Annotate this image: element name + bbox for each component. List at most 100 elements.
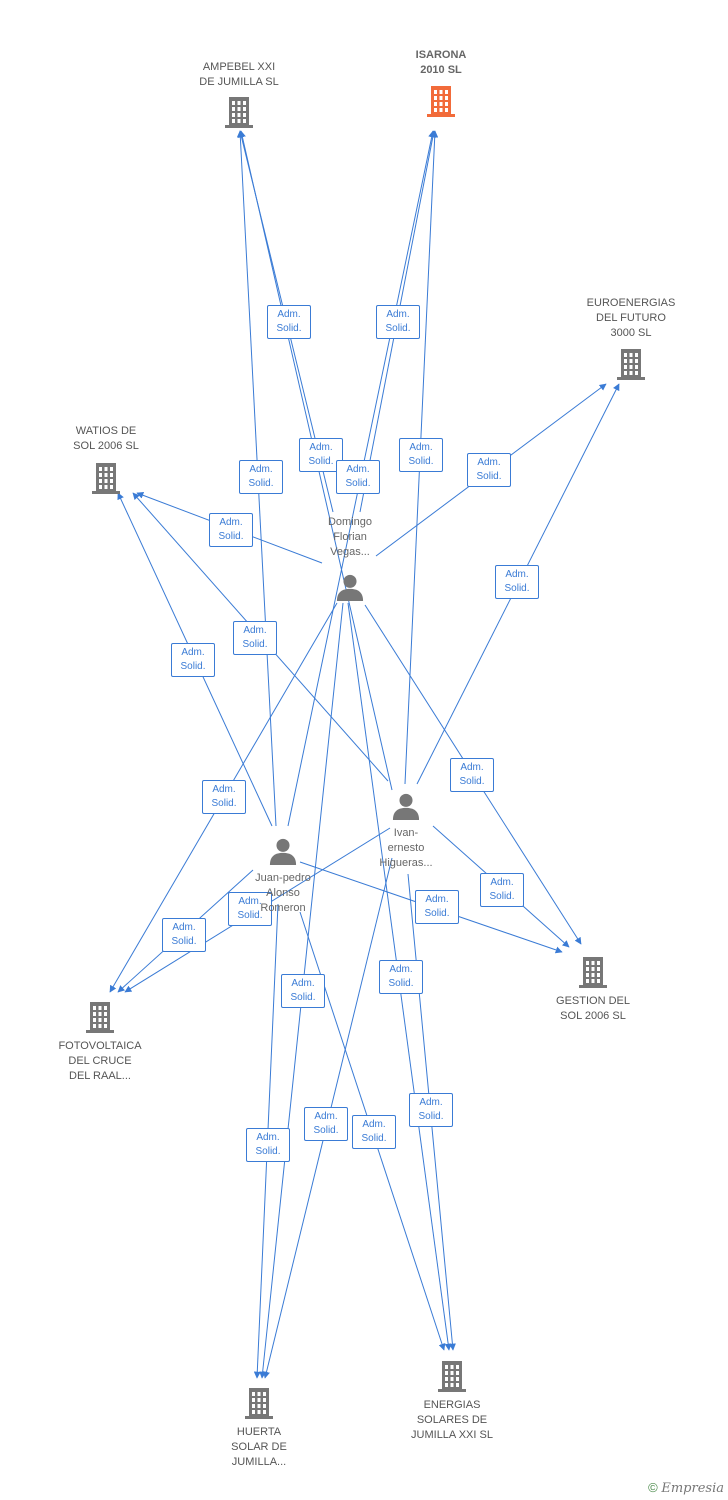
nodes-layer xyxy=(86,86,645,1419)
node-label-energias[interactable]: ENERGIAS SOLARES DE JUMILLA XXI SL xyxy=(411,1398,493,1443)
edge-label-text: Solid. xyxy=(248,478,274,489)
node-label-line: Alonso xyxy=(266,887,300,899)
edge-label-text: Adm. xyxy=(386,309,410,320)
edge-label-ivan-ampebel[interactable]: Adm. Solid. xyxy=(299,438,343,472)
node-label-line: DEL FUTURO xyxy=(596,312,666,324)
person-icon-domingo[interactable] xyxy=(336,574,364,601)
node-label-line: ENERGIAS xyxy=(423,1399,481,1411)
node-label-line: JUMILLA XXI SL xyxy=(411,1429,493,1441)
node-label-line: SOLAR DE xyxy=(231,1441,287,1453)
node-label-line: SOLARES DE xyxy=(416,1414,488,1426)
edge-label-text: Adm. xyxy=(490,877,514,888)
node-label-gestion[interactable]: GESTION DEL SOL 2006 SL xyxy=(556,994,630,1024)
edge-label-domingo-isarona[interactable]: Adm. Solid. xyxy=(376,305,420,339)
edges-layer xyxy=(109,130,620,1379)
edge-label-domingo-huerta[interactable]: Adm.Solid. xyxy=(281,974,325,1008)
edge-label-text: Solid. xyxy=(308,456,334,467)
node-label-line: SOL 2006 SL xyxy=(560,1010,626,1022)
edge-label-ivan-huerta[interactable]: Adm. Solid. xyxy=(304,1107,348,1141)
edge-label-text: Solid. xyxy=(424,908,450,919)
edge-label-text: Adm. xyxy=(409,442,433,453)
edge-label-ivan-watios[interactable]: Adm. Solid. xyxy=(233,621,277,655)
edge-label-text: Solid. xyxy=(489,891,515,902)
node-label-line: DEL RAAL... xyxy=(69,1070,131,1082)
edge-label-text: Solid. xyxy=(313,1125,339,1136)
node-label-line: GESTION DEL xyxy=(556,995,630,1007)
edge-label-text: Solid. xyxy=(388,978,414,989)
edge-label-text: Solid. xyxy=(385,323,411,334)
node-label-line: JUMILLA... xyxy=(231,1456,287,1468)
person-icon-ivan[interactable] xyxy=(392,793,420,820)
building-icon-energias[interactable] xyxy=(438,1361,466,1392)
edge-label-text: Adm. xyxy=(309,442,333,453)
building-icon-euroenergias[interactable] xyxy=(617,349,645,380)
edge-label-ivan-gestion[interactable]: Adm. Solid. xyxy=(480,873,524,907)
footer: © Empresia xyxy=(648,1480,724,1496)
edge-label-juan-isarona[interactable]: Adm.Solid. xyxy=(336,460,380,494)
edge-label-juan-watios[interactable]: Adm.Solid. xyxy=(171,643,215,677)
edge-label-text: Adm. xyxy=(172,922,196,933)
building-icon-ampebel[interactable] xyxy=(225,97,253,128)
edge-label-text: Solid. xyxy=(218,531,244,542)
edge-label-text: Solid. xyxy=(242,639,268,650)
edge-label-juan-fotovoltaica[interactable]: Adm. Solid. xyxy=(162,918,206,952)
edge-label-domingo-watios[interactable]: Adm.Solid. xyxy=(209,513,253,547)
node-label-line: ernesto xyxy=(387,842,425,854)
node-label-line: DE JUMILLA SL xyxy=(199,76,279,88)
edge-label-domingo-gestion[interactable]: Adm. Solid. xyxy=(450,758,494,792)
edge-label-text: Solid. xyxy=(211,798,237,809)
edge-label-text: Solid. xyxy=(180,661,206,672)
edge-label-text: Adm. xyxy=(505,569,529,580)
building-icon-fotovoltaica[interactable] xyxy=(86,1002,114,1033)
edge-label-domingo-ampebel[interactable]: Adm. Solid. xyxy=(267,305,311,339)
building-icon-huerta[interactable] xyxy=(245,1388,273,1419)
edge-label-ivan-isarona[interactable]: Adm. Solid. xyxy=(399,438,443,472)
edge-label-domingo-energias[interactable]: Adm.Solid. xyxy=(379,960,423,994)
edge-label-text: Solid. xyxy=(408,456,434,467)
edge-label-juan-ampebel[interactable]: Adm.Solid. xyxy=(239,460,283,494)
edge-label-domingo-euroenergias[interactable]: Adm.Solid. xyxy=(467,453,511,487)
edge-label-text: Solid. xyxy=(237,910,263,921)
building-icon-watios[interactable] xyxy=(92,463,120,494)
building-icon-isarona[interactable] xyxy=(427,86,455,117)
edge-label-text: Solid. xyxy=(418,1111,444,1122)
edge-label-ivan-fotovoltaica[interactable]: Adm. Solid. xyxy=(228,892,272,926)
edge-label-text: Solid. xyxy=(171,936,197,947)
brand-logo[interactable]: Empresia xyxy=(661,1481,724,1496)
edge-label-juan-energias[interactable]: Adm.Solid. xyxy=(352,1115,396,1149)
edge-label-text: Adm. xyxy=(419,1097,443,1108)
edge-label-text: Solid. xyxy=(459,776,485,787)
node-label-line: Ivan- xyxy=(393,827,419,839)
edge-label-text: Adm. xyxy=(477,457,501,468)
edge-label-text: Solid. xyxy=(276,323,302,334)
edge-label-ivan-euroenergias[interactable]: Adm.Solid. xyxy=(495,565,539,599)
edge-label-text: Adm. xyxy=(314,1111,338,1122)
edge-label-juan-gestion[interactable]: Adm. Solid. xyxy=(415,890,459,924)
edge-label-text: Adm. xyxy=(460,762,484,773)
edge-label-text: Adm. xyxy=(362,1119,386,1130)
node-label-line: ISARONA xyxy=(415,49,467,61)
node-label-line: FOTOVOLTAICA xyxy=(58,1040,142,1052)
edge-label-juan-huerta[interactable]: Adm.Solid. xyxy=(246,1128,290,1162)
node-label-line: Higueras... xyxy=(379,857,433,869)
edge-label-ivan-energias[interactable]: Adm. Solid. xyxy=(409,1093,453,1127)
edge-label-text: Adm. xyxy=(243,625,267,636)
person-icon-juan[interactable] xyxy=(269,838,297,865)
edge-label-text: Solid. xyxy=(290,992,316,1003)
edge-label-text: Adm. xyxy=(277,309,301,320)
edge-label-domingo-fotovoltaica[interactable]: Adm.Solid. xyxy=(202,780,246,814)
node-label-line: EUROENERGIAS xyxy=(586,297,676,309)
edge-label-text: Adm. xyxy=(425,894,449,905)
building-icon-gestion[interactable] xyxy=(579,957,607,988)
edge-label-text: Adm. xyxy=(256,1132,280,1143)
edge-label-text: Adm. xyxy=(238,896,262,907)
